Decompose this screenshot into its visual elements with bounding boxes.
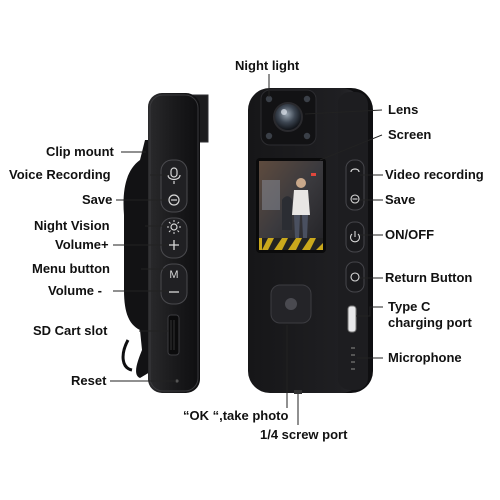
side-view-device: M: [121, 93, 209, 393]
microphone-holes: [351, 347, 355, 370]
side-button-group-3: M: [160, 263, 188, 305]
sun-icon: [167, 220, 181, 234]
label-clip-mount: Clip mount: [46, 144, 115, 159]
label-volume-plus: Volume+: [55, 237, 109, 252]
type-c-port: [347, 305, 357, 333]
label-ok-take-photo: “OK “,take photo: [183, 408, 289, 423]
night-light-1: [265, 95, 273, 103]
reset-hole: [175, 379, 179, 383]
label-lens: Lens: [388, 102, 418, 117]
label-on-off: ON/OFF: [385, 227, 434, 242]
circle-minus-icon: [350, 194, 360, 204]
front-view-device: [248, 88, 373, 394]
label-volume-minus: Volume -: [48, 283, 102, 298]
label-night-light: Night light: [235, 58, 300, 73]
night-light-4: [303, 132, 311, 140]
label-save-left: Save: [82, 192, 112, 207]
callout-labels: Night light Lens Screen Clip mount Voice…: [9, 58, 484, 442]
side-button-group-1: [160, 159, 188, 213]
microphone-icon: [167, 167, 181, 184]
label-night-vision: Night Vision: [34, 218, 110, 233]
night-light-3: [265, 132, 273, 140]
power-icon: [349, 231, 361, 243]
plus-icon: [169, 240, 179, 250]
screw-port: [294, 390, 302, 394]
return-circle-icon: [350, 272, 360, 282]
label-save-right: Save: [385, 192, 415, 207]
night-light-2: [303, 95, 311, 103]
m-letter-icon: M: [169, 269, 178, 281]
video-icon: [350, 168, 360, 173]
side-button-group-2: [160, 217, 188, 259]
label-voice-recording: Voice Recording: [9, 167, 111, 182]
camera-lens: [273, 102, 303, 132]
label-menu-button: Menu button: [32, 261, 110, 276]
device-screen: [256, 158, 326, 253]
label-screen: Screen: [388, 127, 431, 142]
label-sd-slot: SD Cart slot: [33, 323, 108, 338]
label-type-c-line2: charging port: [388, 315, 472, 330]
front-button-group-1: [345, 159, 365, 211]
circle-minus-icon: [168, 194, 180, 206]
label-type-c-line1: Type C: [388, 299, 431, 314]
label-screw-port: 1/4 screw port: [260, 427, 348, 442]
leader-lines: [110, 74, 383, 425]
label-reset: Reset: [71, 373, 107, 388]
label-microphone: Microphone: [388, 350, 462, 365]
label-video-recording: Video recording: [385, 167, 484, 182]
power-button: [345, 221, 365, 253]
clip-spring: [121, 339, 133, 372]
label-return-button: Return Button: [385, 270, 472, 285]
side-body-edge: [149, 94, 199, 392]
return-button: [345, 261, 365, 293]
